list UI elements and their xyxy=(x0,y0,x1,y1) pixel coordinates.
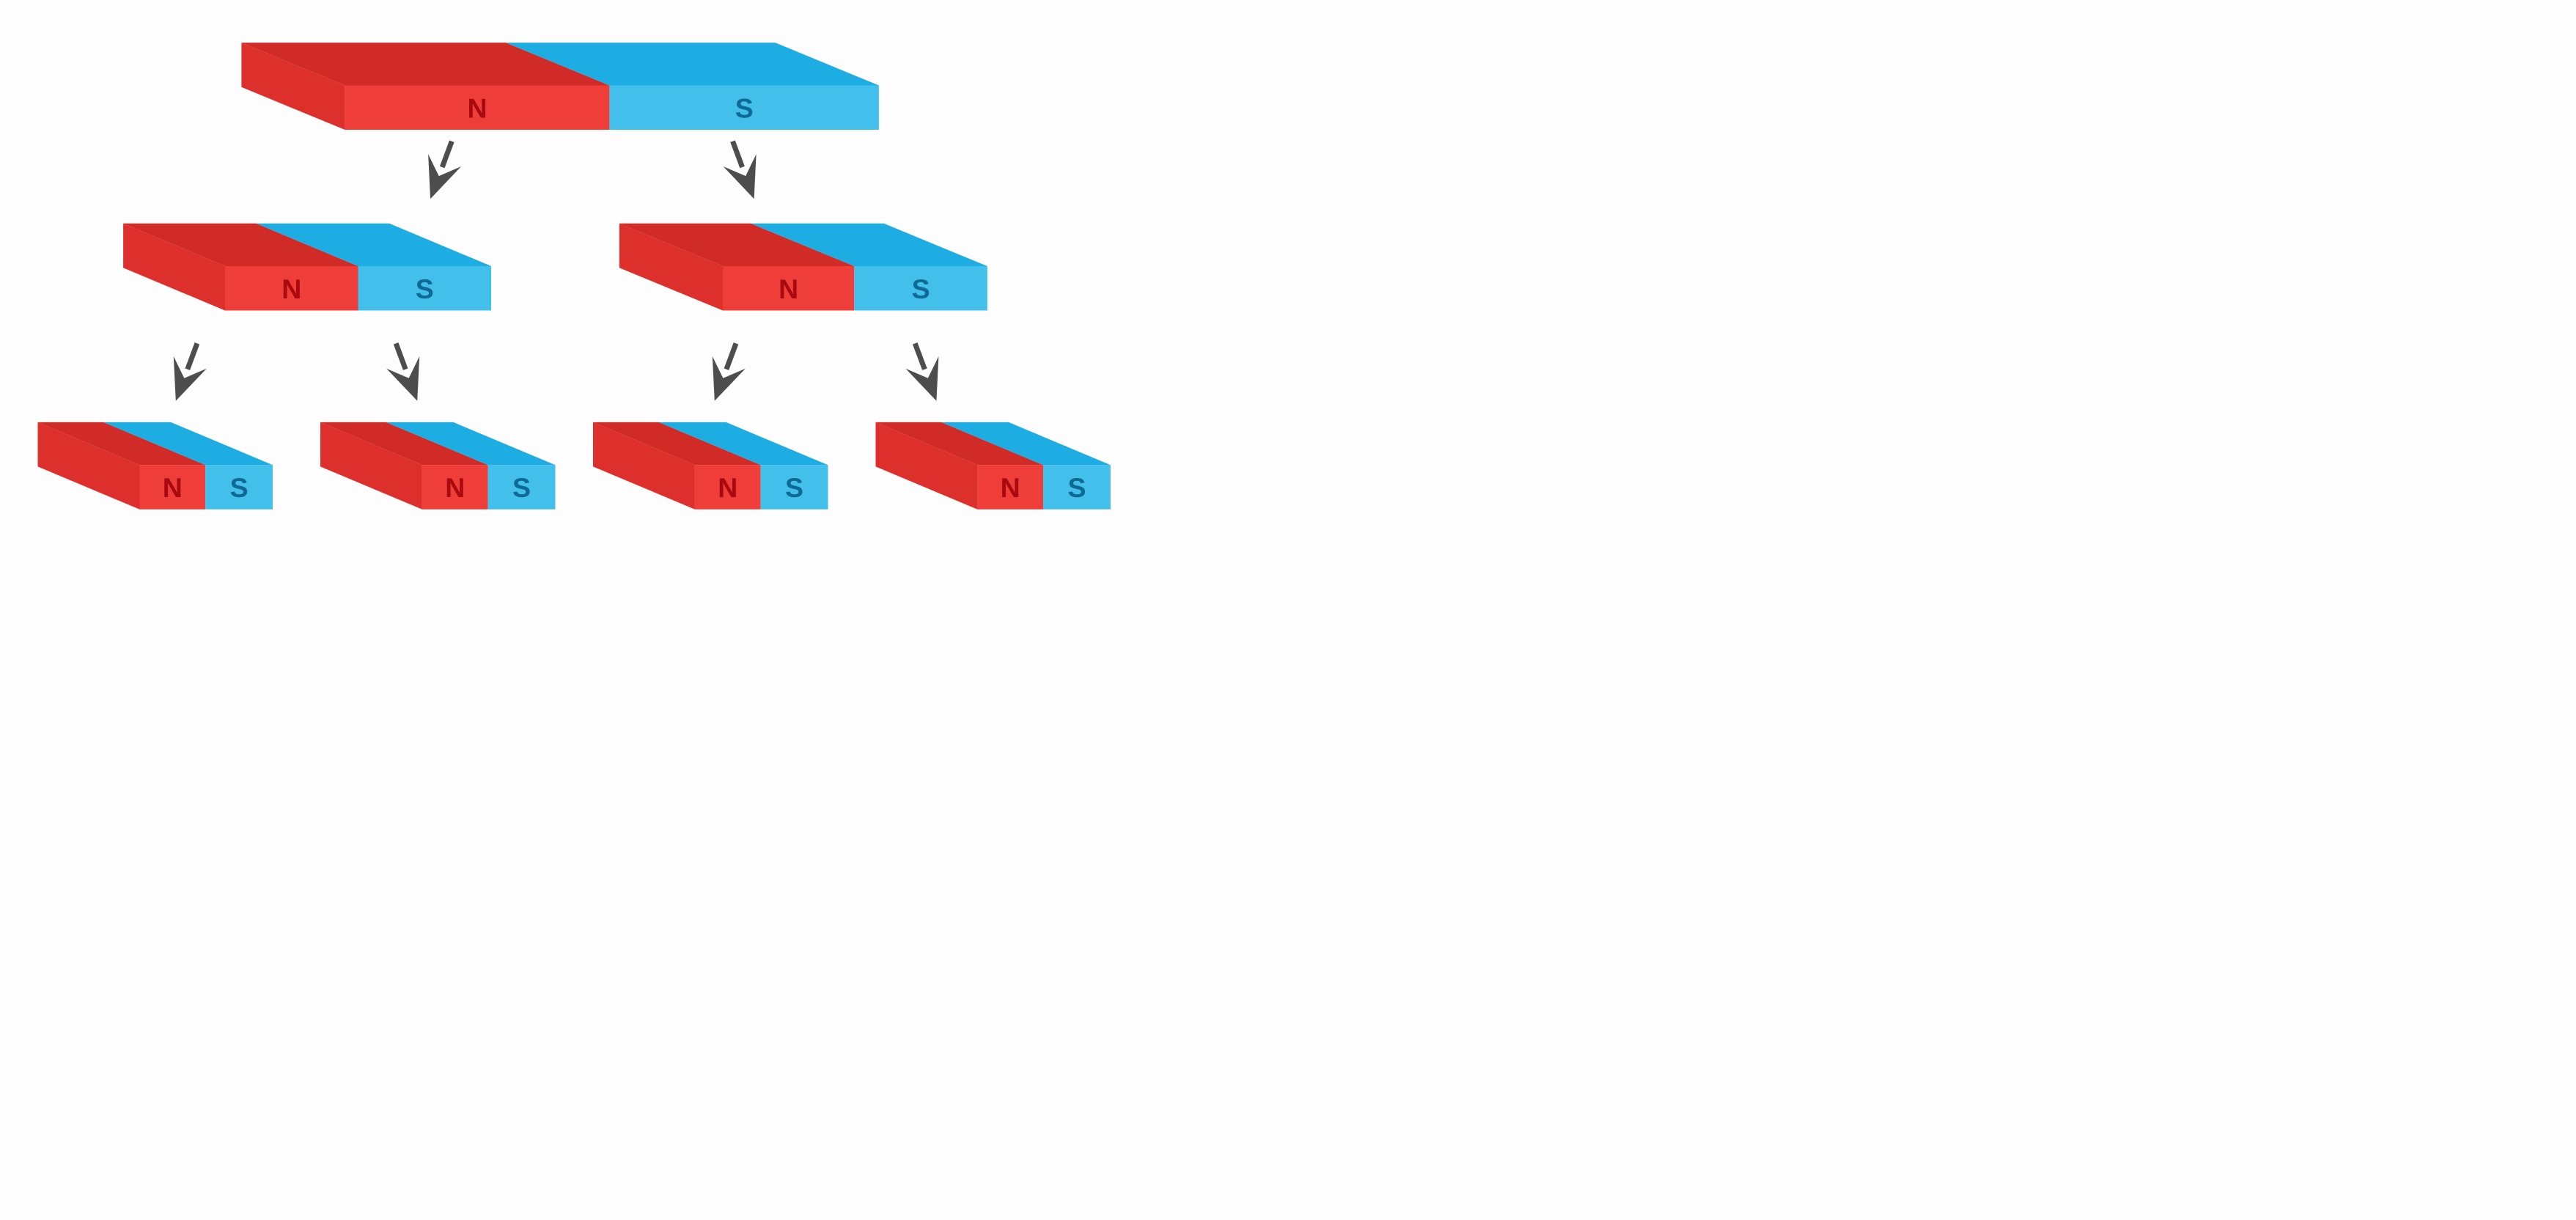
arrow-head xyxy=(428,154,462,199)
north-front-face xyxy=(225,266,358,311)
north-top-face xyxy=(593,422,761,466)
north-pole-label: N xyxy=(445,472,465,503)
north-side-face xyxy=(320,422,422,510)
south-front-face xyxy=(487,465,556,510)
north-front-face xyxy=(422,465,488,510)
arrow-shaft xyxy=(393,342,408,370)
arrow-shaft xyxy=(724,342,739,370)
south-pole-label: S xyxy=(1067,472,1086,503)
arrow-2left-to-3-1 xyxy=(173,342,207,401)
south-front-face xyxy=(609,85,879,130)
south-top-face xyxy=(941,422,1111,466)
arrow-2right-to-3-4 xyxy=(905,342,939,401)
north-side-face xyxy=(619,223,723,311)
north-front-face xyxy=(139,465,206,510)
south-front-face xyxy=(1043,465,1111,510)
south-front-face xyxy=(854,266,987,311)
north-pole-label: N xyxy=(1001,472,1020,503)
north-top-face xyxy=(619,223,855,266)
north-top-face xyxy=(875,422,1043,466)
arrow-head xyxy=(905,356,939,401)
north-pole-label: N xyxy=(467,92,487,123)
arrow-head xyxy=(723,154,757,199)
arrow-2left-to-3-2 xyxy=(386,342,420,401)
arrow-shaft xyxy=(439,140,455,169)
south-pole-label: S xyxy=(416,273,434,304)
arrow-2right-to-3-3 xyxy=(712,342,746,401)
arrow-1-to-2-right xyxy=(723,140,757,199)
south-top-face xyxy=(386,422,556,466)
arrow-shaft xyxy=(912,342,927,370)
north-front-face xyxy=(723,266,855,311)
north-top-face xyxy=(241,43,610,86)
arrow-1-to-2-left xyxy=(428,140,462,199)
south-top-face xyxy=(256,223,492,266)
north-top-face xyxy=(123,223,358,266)
south-top-face xyxy=(506,43,879,86)
south-pole-label: S xyxy=(785,472,803,503)
north-pole-label: N xyxy=(163,472,183,503)
south-front-face xyxy=(760,465,828,510)
arrow-shaft xyxy=(730,140,745,169)
south-pole-label: S xyxy=(735,92,754,123)
north-side-face xyxy=(123,223,225,311)
north-pole-label: N xyxy=(281,273,301,304)
north-top-face xyxy=(37,422,206,466)
north-front-face xyxy=(977,465,1043,510)
south-pole-label: S xyxy=(512,472,531,503)
south-top-face xyxy=(658,422,828,466)
south-front-face xyxy=(205,465,273,510)
south-front-face xyxy=(358,266,491,311)
arrow-head xyxy=(173,356,207,401)
arrow-head xyxy=(386,356,420,401)
south-pole-label: S xyxy=(230,472,249,503)
north-front-face xyxy=(345,85,610,130)
north-pole-label: N xyxy=(718,472,737,503)
south-top-face xyxy=(103,422,273,466)
north-front-face xyxy=(694,465,761,510)
north-side-face xyxy=(875,422,978,510)
north-side-face xyxy=(37,422,140,510)
south-top-face xyxy=(751,223,987,266)
arrow-shaft xyxy=(185,342,200,370)
north-pole-label: N xyxy=(779,273,798,304)
north-side-face xyxy=(593,422,695,510)
arrows-layer xyxy=(173,140,939,401)
arrow-head xyxy=(712,356,746,401)
north-side-face xyxy=(241,43,345,130)
south-pole-label: S xyxy=(912,273,930,304)
north-top-face xyxy=(320,422,488,466)
